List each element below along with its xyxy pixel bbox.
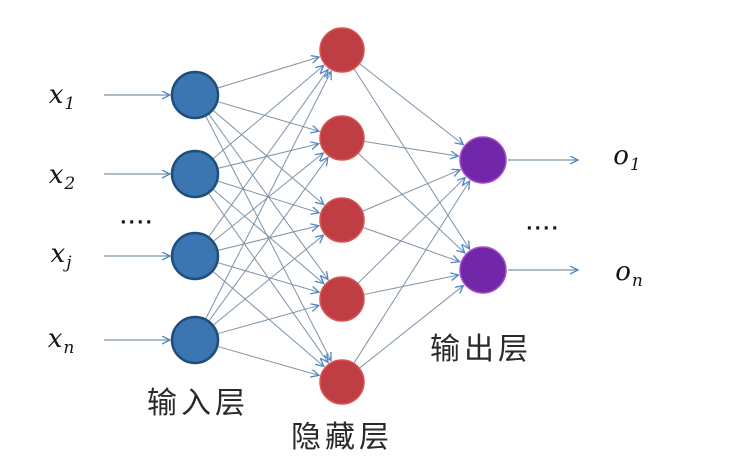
input-label-xj-sub: j [66, 253, 72, 274]
edge [207, 70, 328, 238]
input-label-xj-base: x [50, 239, 66, 269]
edge [212, 65, 324, 160]
edge [216, 345, 319, 375]
input-label-x2-sub: 2 [64, 174, 76, 195]
edge [362, 226, 460, 261]
input-ellipsis: .... [120, 208, 154, 229]
edge [217, 226, 318, 252]
edge [212, 235, 324, 326]
hidden-node [319, 27, 365, 73]
hidden-node [319, 276, 365, 322]
edge [363, 275, 459, 296]
hidden-node [319, 359, 365, 405]
edge [208, 157, 328, 322]
input-node [170, 149, 220, 199]
input-node [170, 231, 220, 281]
output-ellipsis: .... [526, 214, 560, 235]
edge [217, 305, 319, 335]
input-layer-caption: 输入层 [147, 386, 249, 421]
edge [212, 109, 324, 205]
input-node [170, 70, 220, 120]
output-label-on-sub: n [631, 271, 643, 292]
input-label-xn-base: x [47, 324, 63, 354]
edge [212, 153, 323, 242]
input-label-x1-sub: 1 [64, 94, 76, 115]
input-label-xn-sub: n [63, 338, 75, 359]
hidden-node [319, 115, 365, 161]
output-label-o1: o1 [613, 141, 640, 174]
edge [353, 181, 470, 364]
output-label-o1-sub: 1 [629, 155, 641, 176]
edge [363, 140, 459, 156]
input-node [170, 315, 220, 365]
edge [216, 100, 319, 131]
edge [217, 144, 318, 170]
edge [359, 63, 463, 145]
input-label-xj: xj [50, 239, 72, 272]
edge [216, 261, 319, 292]
edge [212, 270, 323, 366]
output-node [459, 136, 507, 184]
input-label-x1-base: x [48, 80, 64, 110]
hidden-layer-caption: 隐藏层 [291, 420, 393, 455]
edge [204, 71, 331, 320]
edge [212, 188, 324, 284]
input-label-xn: xn [47, 324, 75, 357]
hidden-node [319, 197, 365, 243]
output-label-o1-base: o [613, 141, 629, 171]
edge [357, 178, 466, 284]
output-node [459, 246, 507, 294]
edge [358, 286, 463, 369]
output-layer-caption: 输出层 [430, 332, 532, 367]
input-label-x2-base: x [48, 160, 64, 190]
output-label-on-base: o [615, 257, 631, 287]
output-label-on: on [615, 257, 643, 290]
edge [216, 57, 319, 89]
input-label-x2: x2 [48, 160, 76, 193]
edge [353, 68, 470, 249]
input-label-x1: x1 [48, 80, 76, 113]
edge [362, 170, 460, 212]
edge [357, 152, 465, 253]
